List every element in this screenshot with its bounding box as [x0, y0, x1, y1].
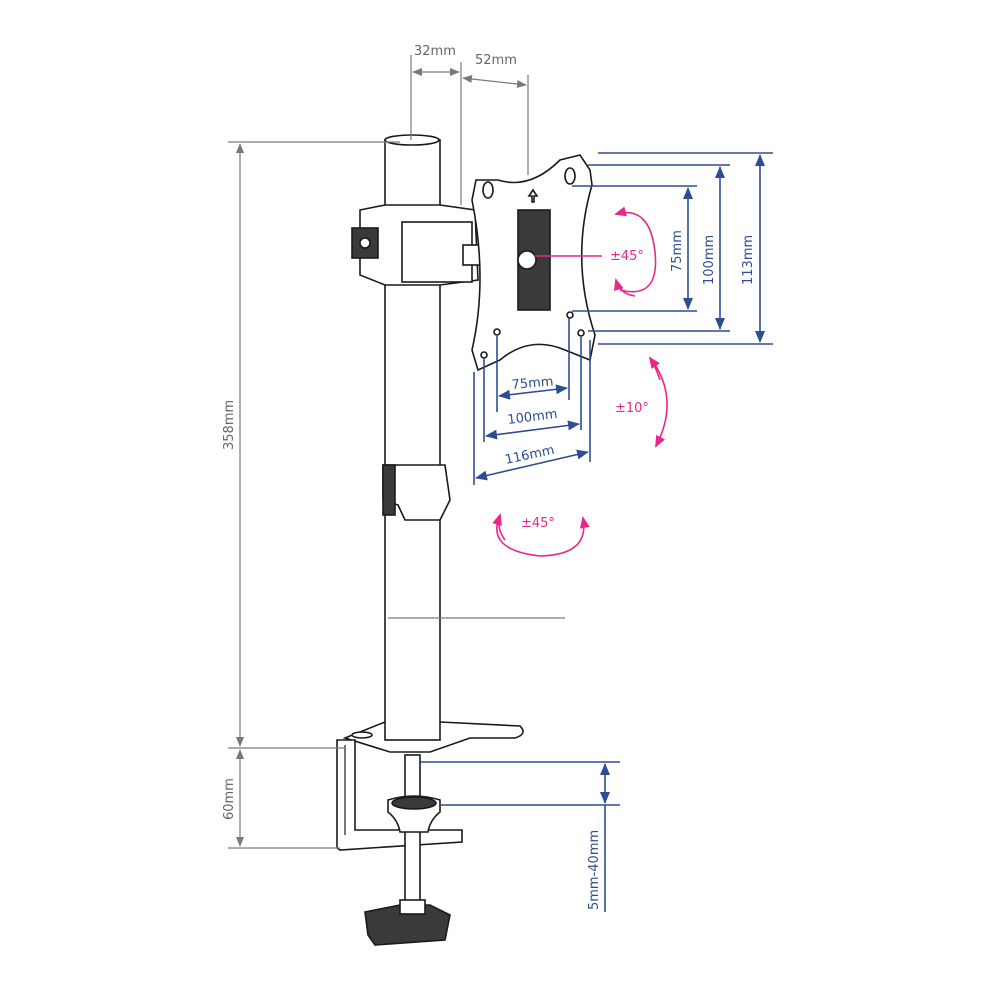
rotate-label: ±45°: [610, 249, 644, 264]
dim-116mm: 116mm: [504, 443, 556, 468]
blue-dimensions: 113mm 100mm 75mm 75mm 100mm 116mm 5mm-40…: [420, 152, 773, 912]
dim-75mm-horizontal: 75mm: [511, 374, 554, 393]
tilt-label: ±10°: [615, 401, 649, 416]
dim-60mm: 60mm: [222, 778, 237, 820]
dim-113mm: 113mm: [741, 235, 756, 285]
dim-358mm: 358mm: [222, 400, 237, 450]
rotation-indicators: ±45° ±10° ±45°: [492, 206, 668, 557]
rotate-arrow-top: [614, 206, 657, 293]
dim-75mm-vertical: 75mm: [670, 230, 685, 272]
dim-100mm-vertical: 100mm: [702, 235, 717, 285]
swivel-label: ±45°: [521, 516, 555, 531]
swivel-arrow: [496, 514, 590, 557]
grey-dimensions: 32mm 52mm 358mm 60mm: [222, 44, 565, 849]
dim-32mm: 32mm: [414, 44, 456, 59]
dim-desk-thickness: 5mm-40mm: [587, 830, 602, 910]
mount-drawing: [336, 134, 596, 946]
tilt-arrow: [651, 359, 668, 448]
up-arrow-icon: [527, 188, 539, 203]
dim-100mm-horizontal: 100mm: [507, 407, 559, 428]
dim-52mm: 52mm: [475, 53, 517, 68]
clamp-screw: [404, 754, 421, 916]
c-clamp: [336, 739, 463, 851]
